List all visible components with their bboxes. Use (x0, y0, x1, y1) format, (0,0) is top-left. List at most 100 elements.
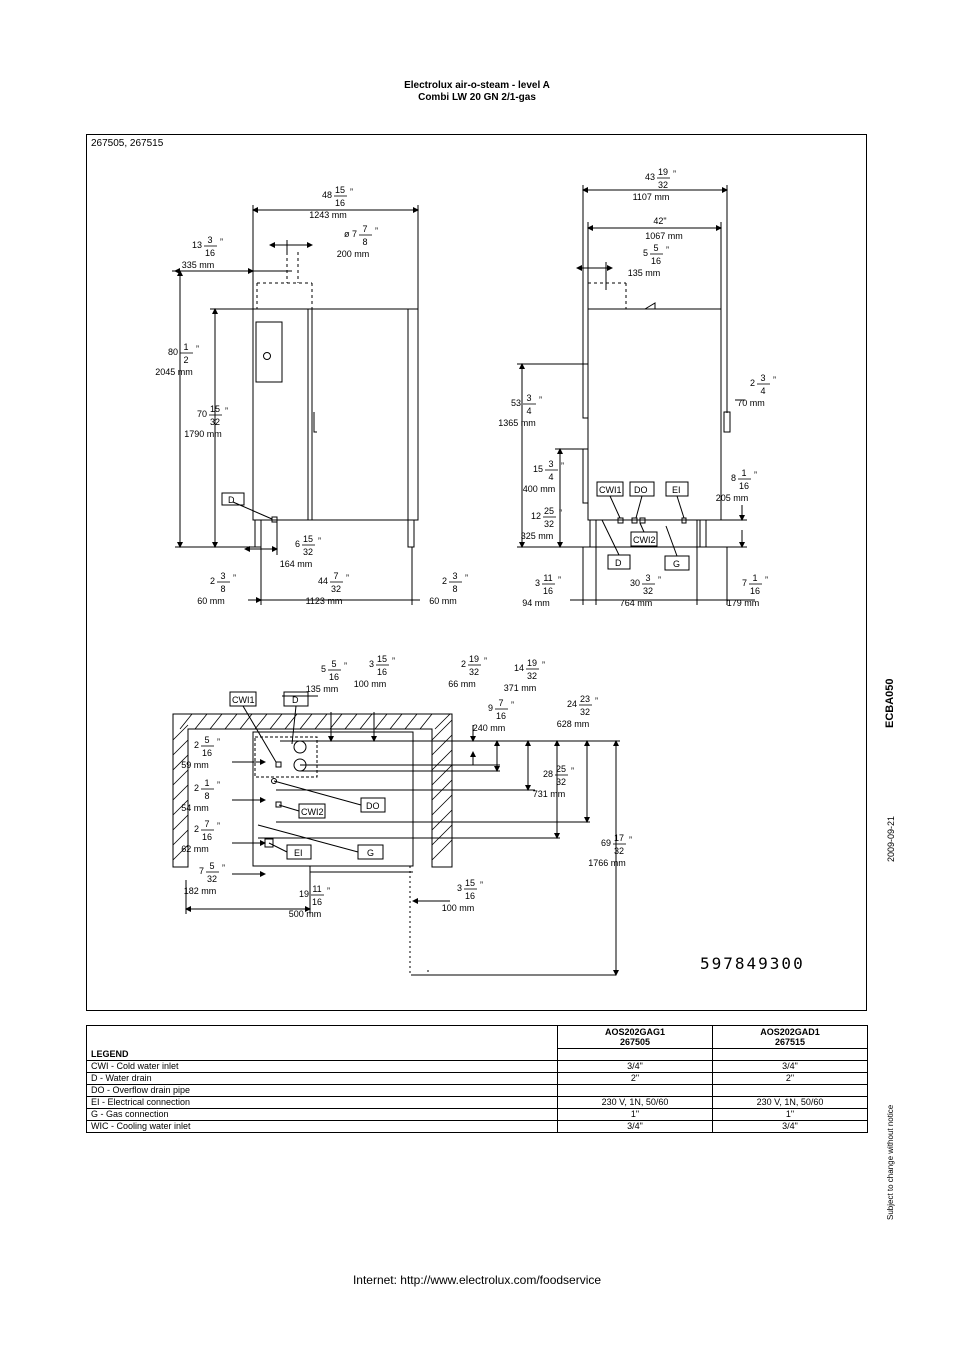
plan-top-4-numerator: 19 (527, 658, 537, 668)
side-low-height-whole: 12 (531, 511, 541, 521)
plan-top-1-whole: 5 (321, 664, 326, 674)
ei-label-plan: EI (294, 848, 303, 858)
plan-top-3-mm: 66 mm (448, 679, 476, 689)
plan-top-7-inch: ” (571, 766, 574, 776)
side-flue-offset-denominator: 16 (651, 256, 661, 266)
side-low-height-inch: ” (559, 508, 562, 518)
column-1-code: 267505 (619, 1037, 651, 1047)
front-flue-diameter-mm: 200 mm (337, 249, 370, 259)
plan-top-1-mm: 135 mm (306, 684, 339, 694)
plan-top-8-inch: ” (629, 835, 632, 845)
front-leg-span-numerator: 7 (333, 571, 338, 581)
plan-top-1-inch: ” (344, 661, 347, 671)
value-cell: 230 V, 1N, 50/60 (712, 1096, 868, 1109)
plan-view (172, 691, 620, 976)
front-left-leg-whole: 2 (210, 576, 215, 586)
plan-top-2-mm: 100 mm (354, 679, 387, 689)
footer-url: Internet: http://www.electrolux.com/food… (352, 1273, 602, 1287)
front-top-height-inch: ” (225, 406, 228, 416)
side-low-height-denominator: 32 (544, 519, 554, 529)
side-depth-numerator: 19 (658, 167, 668, 177)
legend-cell: G - Gas connection (86, 1108, 558, 1121)
front-right-leg-whole: 2 (442, 576, 447, 586)
side-view (517, 185, 755, 605)
plan-top-5-numerator: 23 (580, 694, 590, 704)
plan-bottom-1-mm: 500 mm (289, 909, 322, 919)
plan-left-3-numerator: 7 (204, 819, 209, 829)
front-leg-span-whole: 44 (318, 576, 328, 586)
g-label-side: G (673, 559, 680, 569)
plan-top-2-denominator: 16 (377, 667, 387, 677)
side-flue-offset-mm: 135 mm (628, 268, 661, 278)
g-label-plan: G (367, 848, 374, 858)
value-cell: 3/4" (557, 1060, 713, 1073)
side-bottom-left-denominator: 16 (543, 586, 553, 596)
front-width-inch: ” (350, 187, 353, 197)
side-bottom-mid-whole: 30 (630, 578, 640, 588)
front-flue-offset-inch: ” (220, 237, 223, 247)
plan-left-2-mm: 54 mm (181, 803, 209, 813)
front-height-denominator: 2 (183, 355, 188, 365)
value-cell: 3/4" (557, 1120, 713, 1133)
front-height-inch: ” (196, 344, 199, 354)
front-left-leg-inch: ” (233, 573, 236, 583)
plan-left-1-inch: ” (217, 737, 220, 747)
plan-left-2-numerator: 1 (204, 778, 209, 788)
side-right-drop-inch: ” (754, 470, 757, 480)
side-low-height-mm: 325 mm (521, 531, 554, 541)
front-flue-diameter-numerator: 7 (362, 224, 367, 234)
side-flue-offset-numerator: 5 (653, 243, 658, 253)
plan-top-5-mm: 628 mm (557, 719, 590, 729)
plan-top-8-denominator: 32 (614, 846, 624, 856)
front-flue-diameter-inch: ” (375, 226, 378, 236)
plan-left-2-denominator: 8 (204, 791, 209, 801)
plan-left-2-inch: ” (217, 780, 220, 790)
front-top-height-whole: 70 (197, 409, 207, 419)
side-right-offset-inch: ” (773, 375, 776, 385)
side-depth-inner: 42" (653, 216, 666, 226)
side-flue-offset-inch: ” (666, 245, 669, 255)
plan-cabinet (252, 731, 414, 867)
side-mid-height-denominator: 4 (548, 472, 553, 482)
specification-table: LEGEND AOS202GAG1 267505 AOS202GAD1 2675… (86, 1025, 868, 1133)
side-upper-height-numerator: 3 (526, 393, 531, 403)
legend-cell: CWI - Cold water inlet (86, 1060, 558, 1073)
column-2-code: 267515 (774, 1037, 806, 1047)
plan-top-3-numerator: 19 (469, 654, 479, 664)
side-depth-denominator: 32 (658, 180, 668, 190)
value-cell: 2" (557, 1072, 713, 1085)
side-bottom-right-mm: 179 mm (727, 598, 760, 608)
front-drain-height-mm: 164 mm (280, 559, 313, 569)
front-right-leg-numerator: 3 (452, 571, 457, 581)
front-drain-height-whole: 6 (295, 539, 300, 549)
plan-top-8-mm: 1766 mm (588, 858, 626, 868)
part-number: 597849300 (700, 954, 805, 973)
plan-left-3-mm: 62 mm (181, 844, 209, 854)
control-knob (263, 352, 271, 360)
d-label-front: D (228, 495, 235, 505)
plan-top-4-whole: 14 (514, 663, 524, 673)
drawing-frame: 267505, 267515 (86, 134, 867, 1011)
side-right-offset-mm: 70 mm (737, 398, 765, 408)
value-cell: 2" (712, 1072, 868, 1085)
side-upper-height-whole: 53 (511, 398, 521, 408)
legend-cell: DO - Overflow drain pipe (86, 1084, 558, 1097)
document-date: 2009-09-21 (886, 815, 896, 862)
model-codes: 267505, 267515 (91, 138, 164, 149)
title-line-2: Combi LW 20 GN 2/1-gas (418, 92, 536, 103)
front-height-numerator: 1 (183, 342, 188, 352)
side-right-offset-denominator: 4 (760, 386, 765, 396)
column-2-model: AOS202GAD1 (760, 1027, 820, 1037)
plan-top-2-whole: 3 (369, 659, 374, 669)
front-left-leg-numerator: 3 (220, 571, 225, 581)
side-depth-whole: 43 (645, 172, 655, 182)
side-bottom-left-mm: 94 mm (522, 598, 550, 608)
plan-top-3-whole: 2 (461, 659, 466, 669)
label-box-d-front (221, 492, 245, 506)
side-bottom-right-inch: ” (765, 575, 768, 585)
plan-left-3-whole: 2 (194, 824, 199, 834)
document-code: ECBA050 (884, 678, 896, 728)
side-bottom-mid-denominator: 32 (643, 586, 653, 596)
